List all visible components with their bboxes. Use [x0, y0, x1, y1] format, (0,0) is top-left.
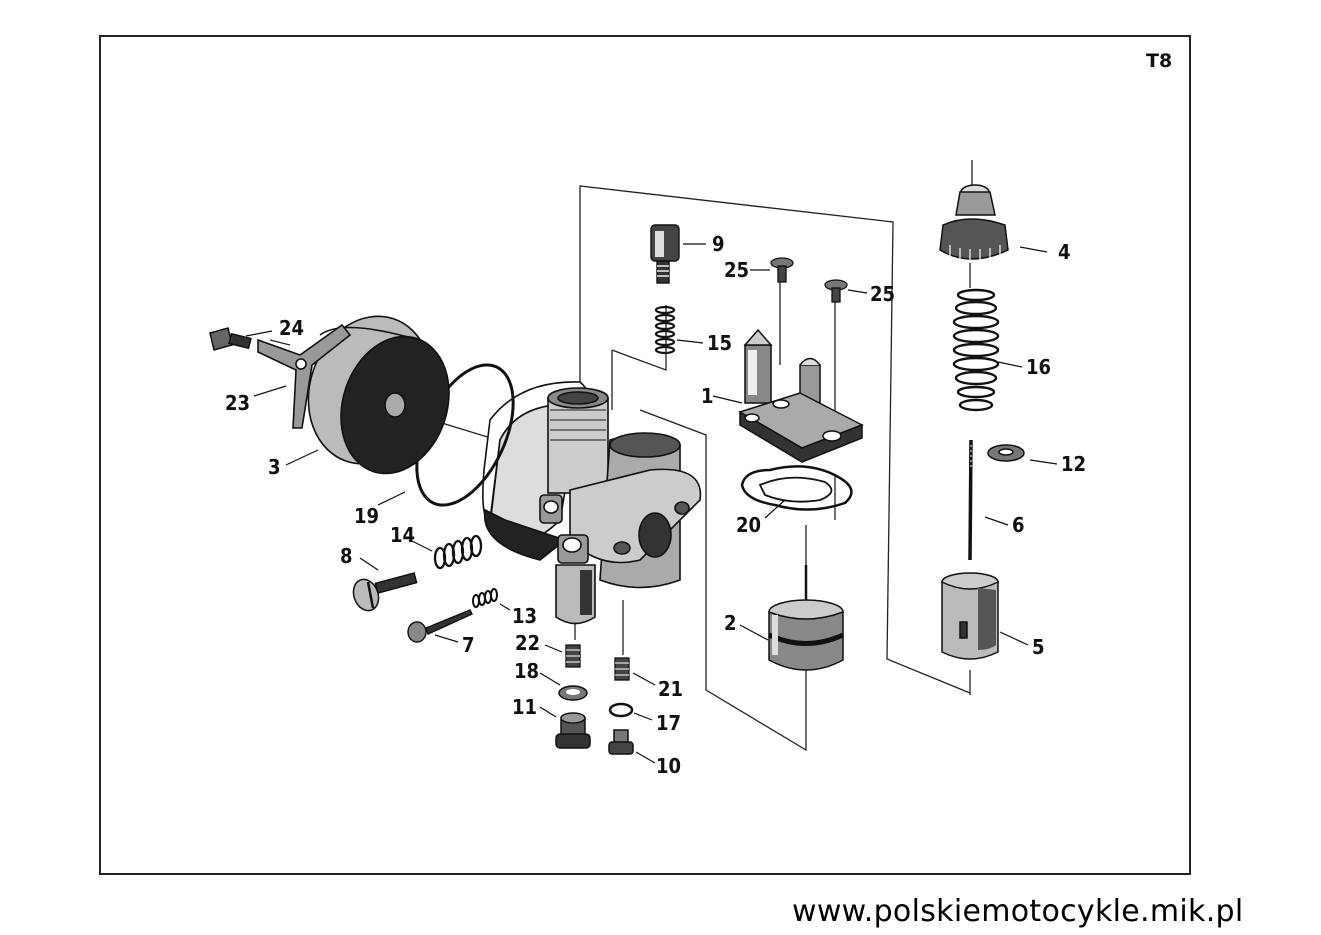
footer-url[interactable]: www.polskiemotocykle.mik.pl — [792, 894, 1244, 929]
callout-4: 4 — [1058, 240, 1071, 264]
callout-17: 17 — [656, 711, 681, 735]
gasket-part-20 — [740, 465, 853, 511]
callout-22: 22 — [515, 631, 540, 655]
screw-part-25-right — [824, 279, 848, 303]
callout-9: 9 — [712, 232, 725, 256]
callout-11: 11 — [512, 695, 537, 719]
jet-part-22 — [565, 644, 581, 668]
callout-6: 6 — [1012, 513, 1025, 537]
float-part-2 — [767, 565, 845, 671]
callout-25-right: 25 — [870, 282, 895, 306]
adjust-screw-part-8 — [352, 572, 418, 612]
gear-nut-part-4 — [939, 184, 1009, 263]
plug-part-10 — [608, 729, 634, 755]
idle-screw-part-9 — [650, 224, 680, 284]
callout-19: 19 — [354, 504, 379, 528]
air-filter-part-3 — [307, 315, 450, 475]
callout-18: 18 — [514, 659, 539, 683]
callout-1: 1 — [701, 384, 714, 408]
needle-clip-part-12 — [987, 444, 1025, 462]
callout-8: 8 — [340, 544, 353, 568]
callout-2: 2 — [724, 611, 737, 635]
callout-3: 3 — [268, 455, 281, 479]
callout-15: 15 — [707, 331, 732, 355]
screw-part-7 — [407, 609, 473, 643]
washer-part-17 — [608, 702, 634, 718]
callout-5: 5 — [1032, 635, 1045, 659]
screw-part-25-left — [770, 257, 794, 283]
callout-14: 14 — [390, 523, 415, 547]
spring-part-15 — [654, 305, 676, 355]
callout-21: 21 — [658, 677, 683, 701]
spring-part-16 — [952, 288, 1000, 412]
leader-lines — [245, 243, 1058, 764]
jet-part-21 — [614, 657, 630, 681]
needle-part-6 — [968, 439, 973, 561]
sheet-code: T8 — [1146, 50, 1172, 72]
carburetor-body — [482, 381, 702, 625]
float-chamber-cover-part-1 — [738, 328, 864, 463]
plug-part-11 — [555, 712, 591, 749]
callout-12: 12 — [1061, 452, 1086, 476]
drawing-frame — [99, 35, 1191, 875]
bracket-part-23 — [257, 323, 352, 429]
callout-24: 24 — [279, 316, 304, 340]
washer-part-18-hole — [566, 689, 580, 695]
spring-part-14 — [433, 534, 483, 570]
callout-7: 7 — [462, 633, 475, 657]
screw-part-24 — [209, 327, 252, 351]
callout-23: 23 — [225, 391, 250, 415]
callout-20: 20 — [736, 513, 761, 537]
callout-10: 10 — [656, 754, 681, 778]
callout-16: 16 — [1026, 355, 1051, 379]
callout-labels: 9 25 25 4 24 15 16 1 23 12 3 19 20 6 14 … — [225, 232, 1086, 778]
callout-13: 13 — [512, 604, 537, 628]
callout-25-left: 25 — [724, 258, 749, 282]
spring-part-13 — [472, 588, 498, 608]
throttle-slide-part-5 — [941, 572, 999, 660]
